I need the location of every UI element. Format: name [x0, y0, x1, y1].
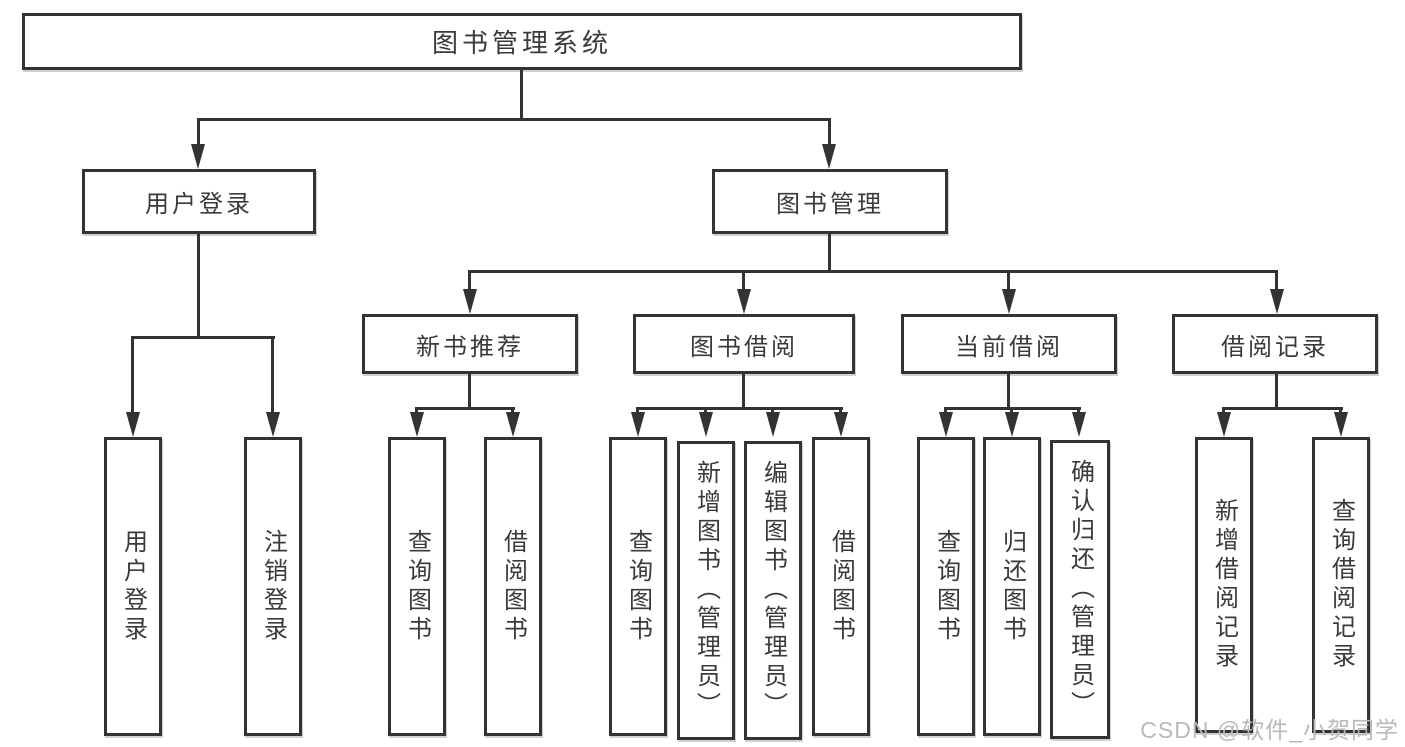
arrowhead-down-icon [1217, 412, 1231, 437]
node-label: 当前借阅 [955, 333, 1063, 361]
node-borrowing-records: 借阅记录 [1172, 314, 1378, 374]
node-label: 用户登录 [145, 191, 253, 218]
leaf-label: 用户登录 [119, 528, 147, 645]
leaf-label: 借阅图书 [499, 528, 527, 645]
node-user-login: 用户登录 [82, 169, 316, 234]
connector-line [1275, 374, 1278, 407]
leaf-query-books-recommend: 查询图书 [388, 437, 446, 736]
connector-line [511, 407, 514, 414]
arrowhead-down-icon [939, 412, 953, 437]
node-new-book-recommendation: 新书推荐 [362, 314, 578, 374]
connector-line [468, 270, 1278, 273]
arrowhead-down-icon [266, 412, 280, 437]
node-label: 图书管理 [776, 191, 884, 218]
connector-line [468, 270, 471, 291]
connector-line [1222, 407, 1343, 410]
connector-line [742, 374, 745, 407]
arrowhead-down-icon [1072, 412, 1086, 437]
connector-line [197, 118, 831, 121]
connector-line [636, 407, 843, 410]
leaf-return-book: 归还图书 [983, 437, 1041, 736]
connector-line [1339, 407, 1342, 414]
leaf-label: 编辑图书（管理员） [759, 460, 787, 721]
arrowhead-down-icon [1270, 289, 1284, 314]
connector-line [520, 70, 523, 118]
leaf-label: 确认归还（管理员） [1066, 459, 1094, 720]
arrowhead-down-icon [737, 289, 751, 314]
arrowhead-down-icon [463, 289, 477, 314]
node-current-borrowing: 当前借阅 [901, 314, 1117, 374]
connector-line [197, 234, 200, 336]
arrowhead-down-icon [822, 144, 836, 169]
connector-line [828, 118, 831, 145]
arrowhead-down-icon [766, 412, 780, 437]
connector-line [197, 118, 200, 145]
connector-line [1222, 407, 1225, 414]
connector-line [1010, 407, 1013, 414]
leaf-query-books-current: 查询图书 [917, 437, 975, 736]
leaf-query-borrow-record: 查询借阅记录 [1312, 437, 1370, 733]
arrowhead-down-icon [126, 412, 140, 437]
arrowhead-down-icon [1002, 289, 1016, 314]
leaf-user-login: 用户登录 [104, 437, 162, 736]
leaf-label: 借阅图书 [827, 528, 855, 645]
arrowhead-down-icon [834, 412, 848, 437]
arrowhead-down-icon [1334, 412, 1348, 437]
arrowhead-down-icon [631, 412, 645, 437]
connector-line [415, 407, 418, 414]
leaf-borrow-book: 借阅图书 [812, 437, 870, 736]
connector-line [468, 374, 471, 407]
connector-line [1275, 270, 1278, 291]
node-label: 图书管理系统 [431, 28, 612, 58]
connector-line [131, 336, 134, 413]
node-label: 新书推荐 [416, 333, 524, 361]
leaf-add-book-admin: 新增图书（管理员） [677, 441, 735, 740]
arrowhead-down-icon [699, 412, 713, 437]
arrowhead-down-icon [191, 144, 205, 169]
arrowhead-down-icon [410, 412, 424, 437]
connector-line [271, 336, 274, 413]
leaf-label: 查询借阅记录 [1327, 498, 1355, 672]
connector-line [742, 270, 745, 291]
connector-line [944, 407, 947, 414]
node-book-management: 图书管理 [712, 169, 948, 234]
arrowhead-down-icon [506, 412, 520, 437]
connector-line [839, 407, 842, 414]
node-library-management-system: 图书管理系统 [22, 13, 1022, 70]
node-label: 借阅记录 [1221, 333, 1329, 361]
leaf-label: 注销登录 [259, 528, 287, 645]
arrowhead-down-icon [1005, 412, 1019, 437]
leaf-label: 归还图书 [998, 528, 1026, 645]
node-book-borrowing: 图书借阅 [633, 314, 855, 374]
leaf-edit-book-admin: 编辑图书（管理员） [744, 441, 802, 740]
connector-line [131, 336, 275, 339]
leaf-label: 查询图书 [932, 528, 960, 645]
connector-line [704, 407, 707, 414]
leaf-label: 查询图书 [403, 528, 431, 645]
leaf-logout-login: 注销登录 [244, 437, 302, 736]
connector-line [1007, 374, 1010, 407]
connector-line [1007, 270, 1010, 291]
leaf-label: 新增图书（管理员） [692, 460, 720, 721]
leaf-label: 新增借阅记录 [1210, 498, 1238, 672]
connector-line [636, 407, 639, 414]
leaf-borrow-books-recommend: 借阅图书 [484, 437, 542, 736]
connector-line [828, 234, 831, 270]
watermark: CSDN @软件_小贺同学 [1140, 717, 1399, 743]
connector-line [771, 407, 774, 414]
leaf-query-book: 查询图书 [609, 437, 667, 736]
leaf-label: 查询图书 [624, 528, 652, 645]
leaf-confirm-return-admin: 确认归还（管理员） [1050, 440, 1110, 739]
leaf-add-borrow-record: 新增借阅记录 [1195, 437, 1253, 733]
node-label: 图书借阅 [690, 333, 798, 361]
connector-line [1077, 407, 1080, 414]
connector-line [415, 407, 515, 410]
